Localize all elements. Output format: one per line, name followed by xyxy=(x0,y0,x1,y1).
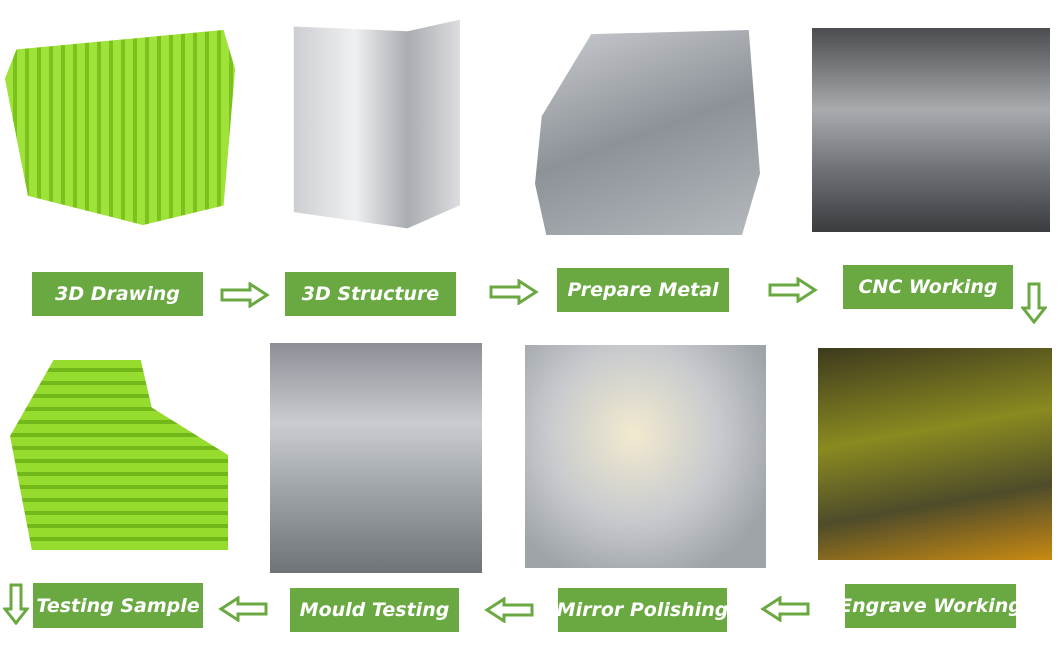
step-label-3d-drawing: 3D Drawing xyxy=(32,272,203,316)
step-label-prepare-metal: Prepare Metal xyxy=(557,268,729,312)
down-arrow-icon xyxy=(3,583,29,625)
down-arrow-icon xyxy=(1021,282,1047,324)
crate-3d-drawing-image xyxy=(5,30,235,225)
crate-samples-image xyxy=(10,360,228,550)
left-arrow-icon xyxy=(760,596,810,622)
step-label-3d-structure: 3D Structure xyxy=(285,272,456,316)
mould-structure-image xyxy=(293,19,460,229)
step-label-mirror-polishing: Mirror Polishing xyxy=(557,588,728,632)
step-label-cnc-working: CNC Working xyxy=(843,265,1013,309)
left-arrow-icon xyxy=(218,596,268,622)
mirror-polishing-image xyxy=(525,345,766,568)
right-arrow-icon xyxy=(220,282,270,308)
mould-testing-image xyxy=(270,343,482,573)
left-arrow-icon xyxy=(484,597,534,623)
engrave-working-image xyxy=(818,348,1052,560)
cnc-machine-image xyxy=(812,28,1050,232)
step-label-testing-sample: Testing Sample xyxy=(33,583,203,628)
right-arrow-icon xyxy=(768,277,818,303)
metal-block-image xyxy=(535,30,760,235)
step-label-engrave-working: Engrave Working xyxy=(839,584,1022,628)
right-arrow-icon xyxy=(489,279,539,305)
step-label-mould-testing: Mould Testing xyxy=(290,588,459,632)
